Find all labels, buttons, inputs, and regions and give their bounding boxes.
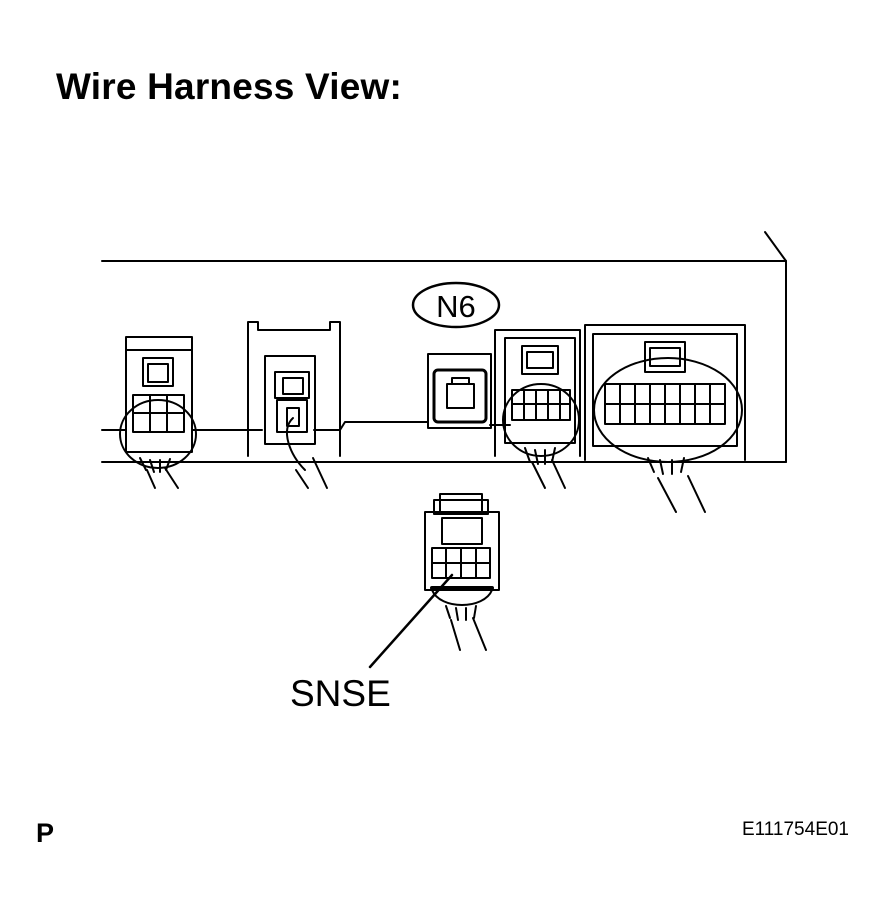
figure-id: E111754E01 [741,819,849,840]
connector-4 [584,324,746,513]
n6-callout-oval [411,281,501,329]
snse-connector [424,493,500,651]
n6-connector [411,281,501,429]
page-title: Wire Harness View: [56,66,403,107]
page-letter: P [36,818,55,848]
connector-1 [119,336,197,489]
connector-3 [494,329,581,489]
snse-label: SNSE [290,673,391,714]
snse-leader-line [368,573,454,669]
ecu-housing [101,231,787,463]
n6-label: N6 [436,289,476,324]
connector-2 [247,321,341,489]
